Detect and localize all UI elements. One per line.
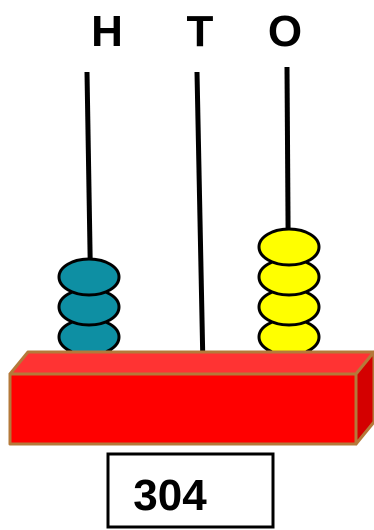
abacus-base [10, 352, 374, 444]
base-front-face [10, 374, 356, 444]
tens-rod [197, 72, 203, 368]
hundreds-label: H [91, 7, 123, 56]
base-top-face [10, 352, 374, 374]
tens-label: T [187, 7, 214, 56]
hundreds-bead [59, 259, 119, 295]
ones-bead [259, 229, 319, 265]
value-number: 304 [133, 471, 207, 520]
ones-label: O [268, 7, 302, 56]
beads-layer [59, 229, 319, 355]
